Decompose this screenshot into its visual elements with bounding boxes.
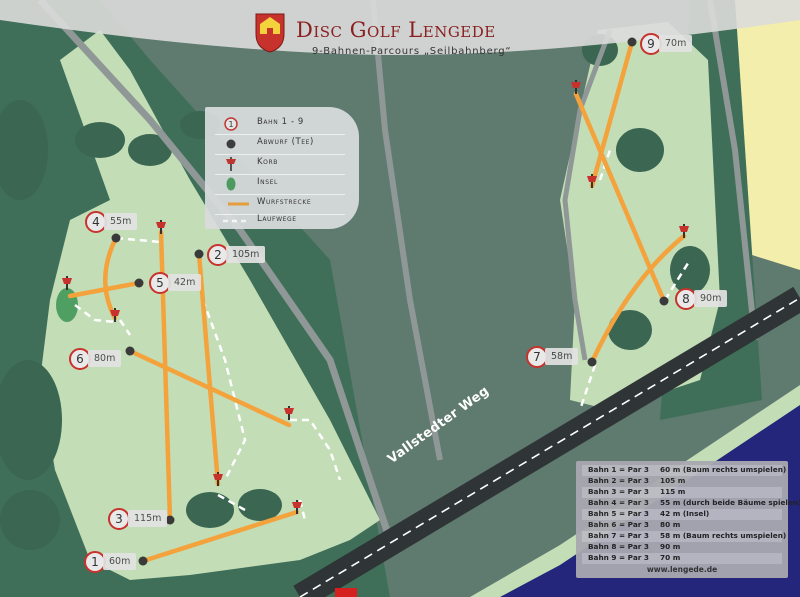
legend-divider xyxy=(215,134,345,135)
throw-line-5 xyxy=(67,280,142,299)
path-left xyxy=(37,0,394,542)
basket-1 xyxy=(292,500,302,514)
title-band xyxy=(0,0,800,55)
legend-label: Insel xyxy=(257,177,278,187)
hole-distance-7: 58m xyxy=(545,348,579,365)
red-marker xyxy=(335,588,357,597)
tee-2 xyxy=(194,249,204,259)
tee-9 xyxy=(627,37,637,47)
legend-label: Bahn 1 - 9 xyxy=(257,117,304,127)
header: Disc Golf Lengede 9-Bahnen-Parcours „Sei… xyxy=(236,6,556,58)
path-center xyxy=(370,0,443,461)
throw-line-6 xyxy=(127,348,292,428)
legend-item-tee: Abwurf (Tee) xyxy=(205,134,359,152)
legend-label: Wurfstrecke xyxy=(257,197,312,207)
baskets xyxy=(62,80,689,514)
tee-8 xyxy=(659,296,669,306)
path-right xyxy=(562,29,613,361)
legend-divider xyxy=(215,194,345,195)
throw-lines xyxy=(67,39,687,564)
basket-8 xyxy=(571,80,581,94)
legend-item-hole: 1 Bahn 1 - 9 xyxy=(205,114,359,132)
throw-line-1 xyxy=(140,509,300,564)
basket-9 xyxy=(587,174,597,188)
left-meadow xyxy=(40,30,380,580)
hole-badge-3: 3 xyxy=(108,508,130,530)
throw-line-9 xyxy=(589,39,635,189)
hole-distance-3: 115m xyxy=(128,510,168,527)
tee-3 xyxy=(165,515,175,525)
tee-7 xyxy=(587,357,597,367)
road-center-line xyxy=(299,297,800,597)
legend-label: Korb xyxy=(257,157,278,167)
legend: 1 Bahn 1 - 9 Abwurf (Tee) Korb Insel Wur… xyxy=(205,107,359,229)
basket-4 xyxy=(110,308,120,322)
hole-distance-6: 80m xyxy=(88,350,122,367)
right-meadow xyxy=(560,22,720,410)
throw-line-2 xyxy=(196,251,221,487)
hole-number-icon: 1 xyxy=(224,117,238,131)
website-link[interactable]: www.lengede.de xyxy=(646,565,718,574)
hole-distance-1: 60m xyxy=(103,553,137,570)
hole-distance-5: 42m xyxy=(168,274,202,291)
legend-divider xyxy=(215,154,345,155)
basket-5 xyxy=(62,276,72,290)
hole-distance-9: 70m xyxy=(659,35,693,52)
legend-item-basket: Korb xyxy=(205,154,359,172)
hole-distance-4: 55m xyxy=(104,213,138,230)
legend-label: Abwurf (Tee) xyxy=(257,137,314,147)
legend-item-throw-line: Wurfstrecke xyxy=(205,194,359,212)
throw-line-icon xyxy=(228,202,249,206)
basket-6 xyxy=(284,406,294,420)
coat-of-arms-icon xyxy=(255,13,285,53)
svg-text:1: 1 xyxy=(228,120,233,129)
throw-line-7 xyxy=(589,233,687,365)
legend-item-island: Insel xyxy=(205,174,359,192)
basket-2 xyxy=(213,472,223,486)
hole-distance-8: 90m xyxy=(694,290,728,307)
tee-icon xyxy=(226,139,236,149)
basket-icon xyxy=(226,157,236,171)
legend-label: Laufwege xyxy=(257,214,297,224)
basket-3 xyxy=(156,220,166,234)
path-far-right xyxy=(707,0,758,341)
legend-item-walkway: Laufwege xyxy=(205,211,359,229)
tee-4 xyxy=(111,233,121,243)
map-title: Disc Golf Lengede xyxy=(296,18,496,42)
tee-1 xyxy=(138,556,148,566)
basket-7 xyxy=(679,224,689,238)
tees xyxy=(111,37,669,566)
hole-distance-2: 105m xyxy=(226,246,266,263)
legend-divider xyxy=(215,214,345,215)
map-subtitle: 9-Bahnen-Parcours „Seilbahnberg“ xyxy=(312,46,512,57)
tree-clumps xyxy=(0,34,710,550)
legend-divider xyxy=(215,174,345,175)
island-icon xyxy=(226,177,236,191)
tee-6 xyxy=(125,346,135,356)
field-area xyxy=(722,0,800,270)
throw-line-8 xyxy=(573,91,667,304)
walkway-icon xyxy=(223,219,249,223)
tee-5 xyxy=(134,278,144,288)
